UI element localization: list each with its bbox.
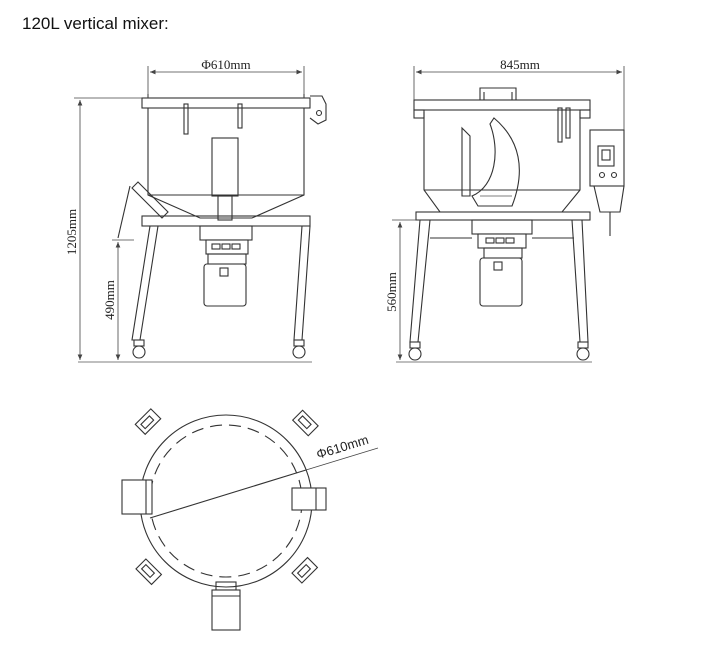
side-handle bbox=[479, 87, 517, 100]
front-hinge bbox=[309, 95, 327, 125]
front-leg-label: 490mm bbox=[102, 280, 117, 320]
front-screw-tube bbox=[211, 137, 239, 197]
top-inner-dashed-circle bbox=[149, 424, 303, 578]
top-chute bbox=[121, 479, 153, 515]
side-lid bbox=[413, 99, 591, 111]
front-leg-right bbox=[293, 225, 311, 341]
side-leg-right bbox=[571, 219, 589, 343]
top-diameter-label: Φ610mm bbox=[314, 432, 370, 462]
front-view bbox=[78, 94, 327, 363]
side-screw bbox=[471, 117, 520, 207]
side-leg-left bbox=[409, 219, 431, 343]
power-switch-icon[interactable] bbox=[597, 145, 615, 167]
side-dimensions: 845mm 560mm bbox=[384, 57, 625, 360]
side-view bbox=[396, 87, 625, 363]
side-motor bbox=[479, 257, 523, 307]
page-title: 120L vertical mixer: bbox=[22, 14, 169, 33]
top-motor bbox=[211, 589, 241, 631]
front-chute bbox=[131, 181, 169, 219]
front-lid bbox=[141, 97, 311, 109]
side-width-label: 845mm bbox=[500, 57, 540, 72]
front-motor bbox=[203, 263, 247, 307]
top-view: Φ610mm bbox=[121, 408, 379, 631]
top-lug-ne bbox=[291, 409, 319, 437]
front-height-label: 1205mm bbox=[64, 209, 79, 255]
side-gearbox bbox=[477, 233, 527, 249]
front-dimensions: Φ610mm 1205mm 490mm bbox=[64, 57, 305, 360]
control-box[interactable] bbox=[589, 129, 625, 187]
top-control-box bbox=[291, 487, 327, 511]
top-lug-se bbox=[291, 556, 319, 584]
front-diameter-label: Φ610mm bbox=[201, 57, 250, 72]
top-outer-circle bbox=[139, 414, 313, 588]
top-lug-nw bbox=[134, 408, 162, 436]
top-lug-sw bbox=[135, 558, 163, 586]
side-leg-label: 560mm bbox=[384, 272, 399, 312]
side-drum bbox=[423, 112, 581, 213]
front-drum bbox=[147, 108, 305, 219]
front-leg-left bbox=[131, 225, 159, 341]
